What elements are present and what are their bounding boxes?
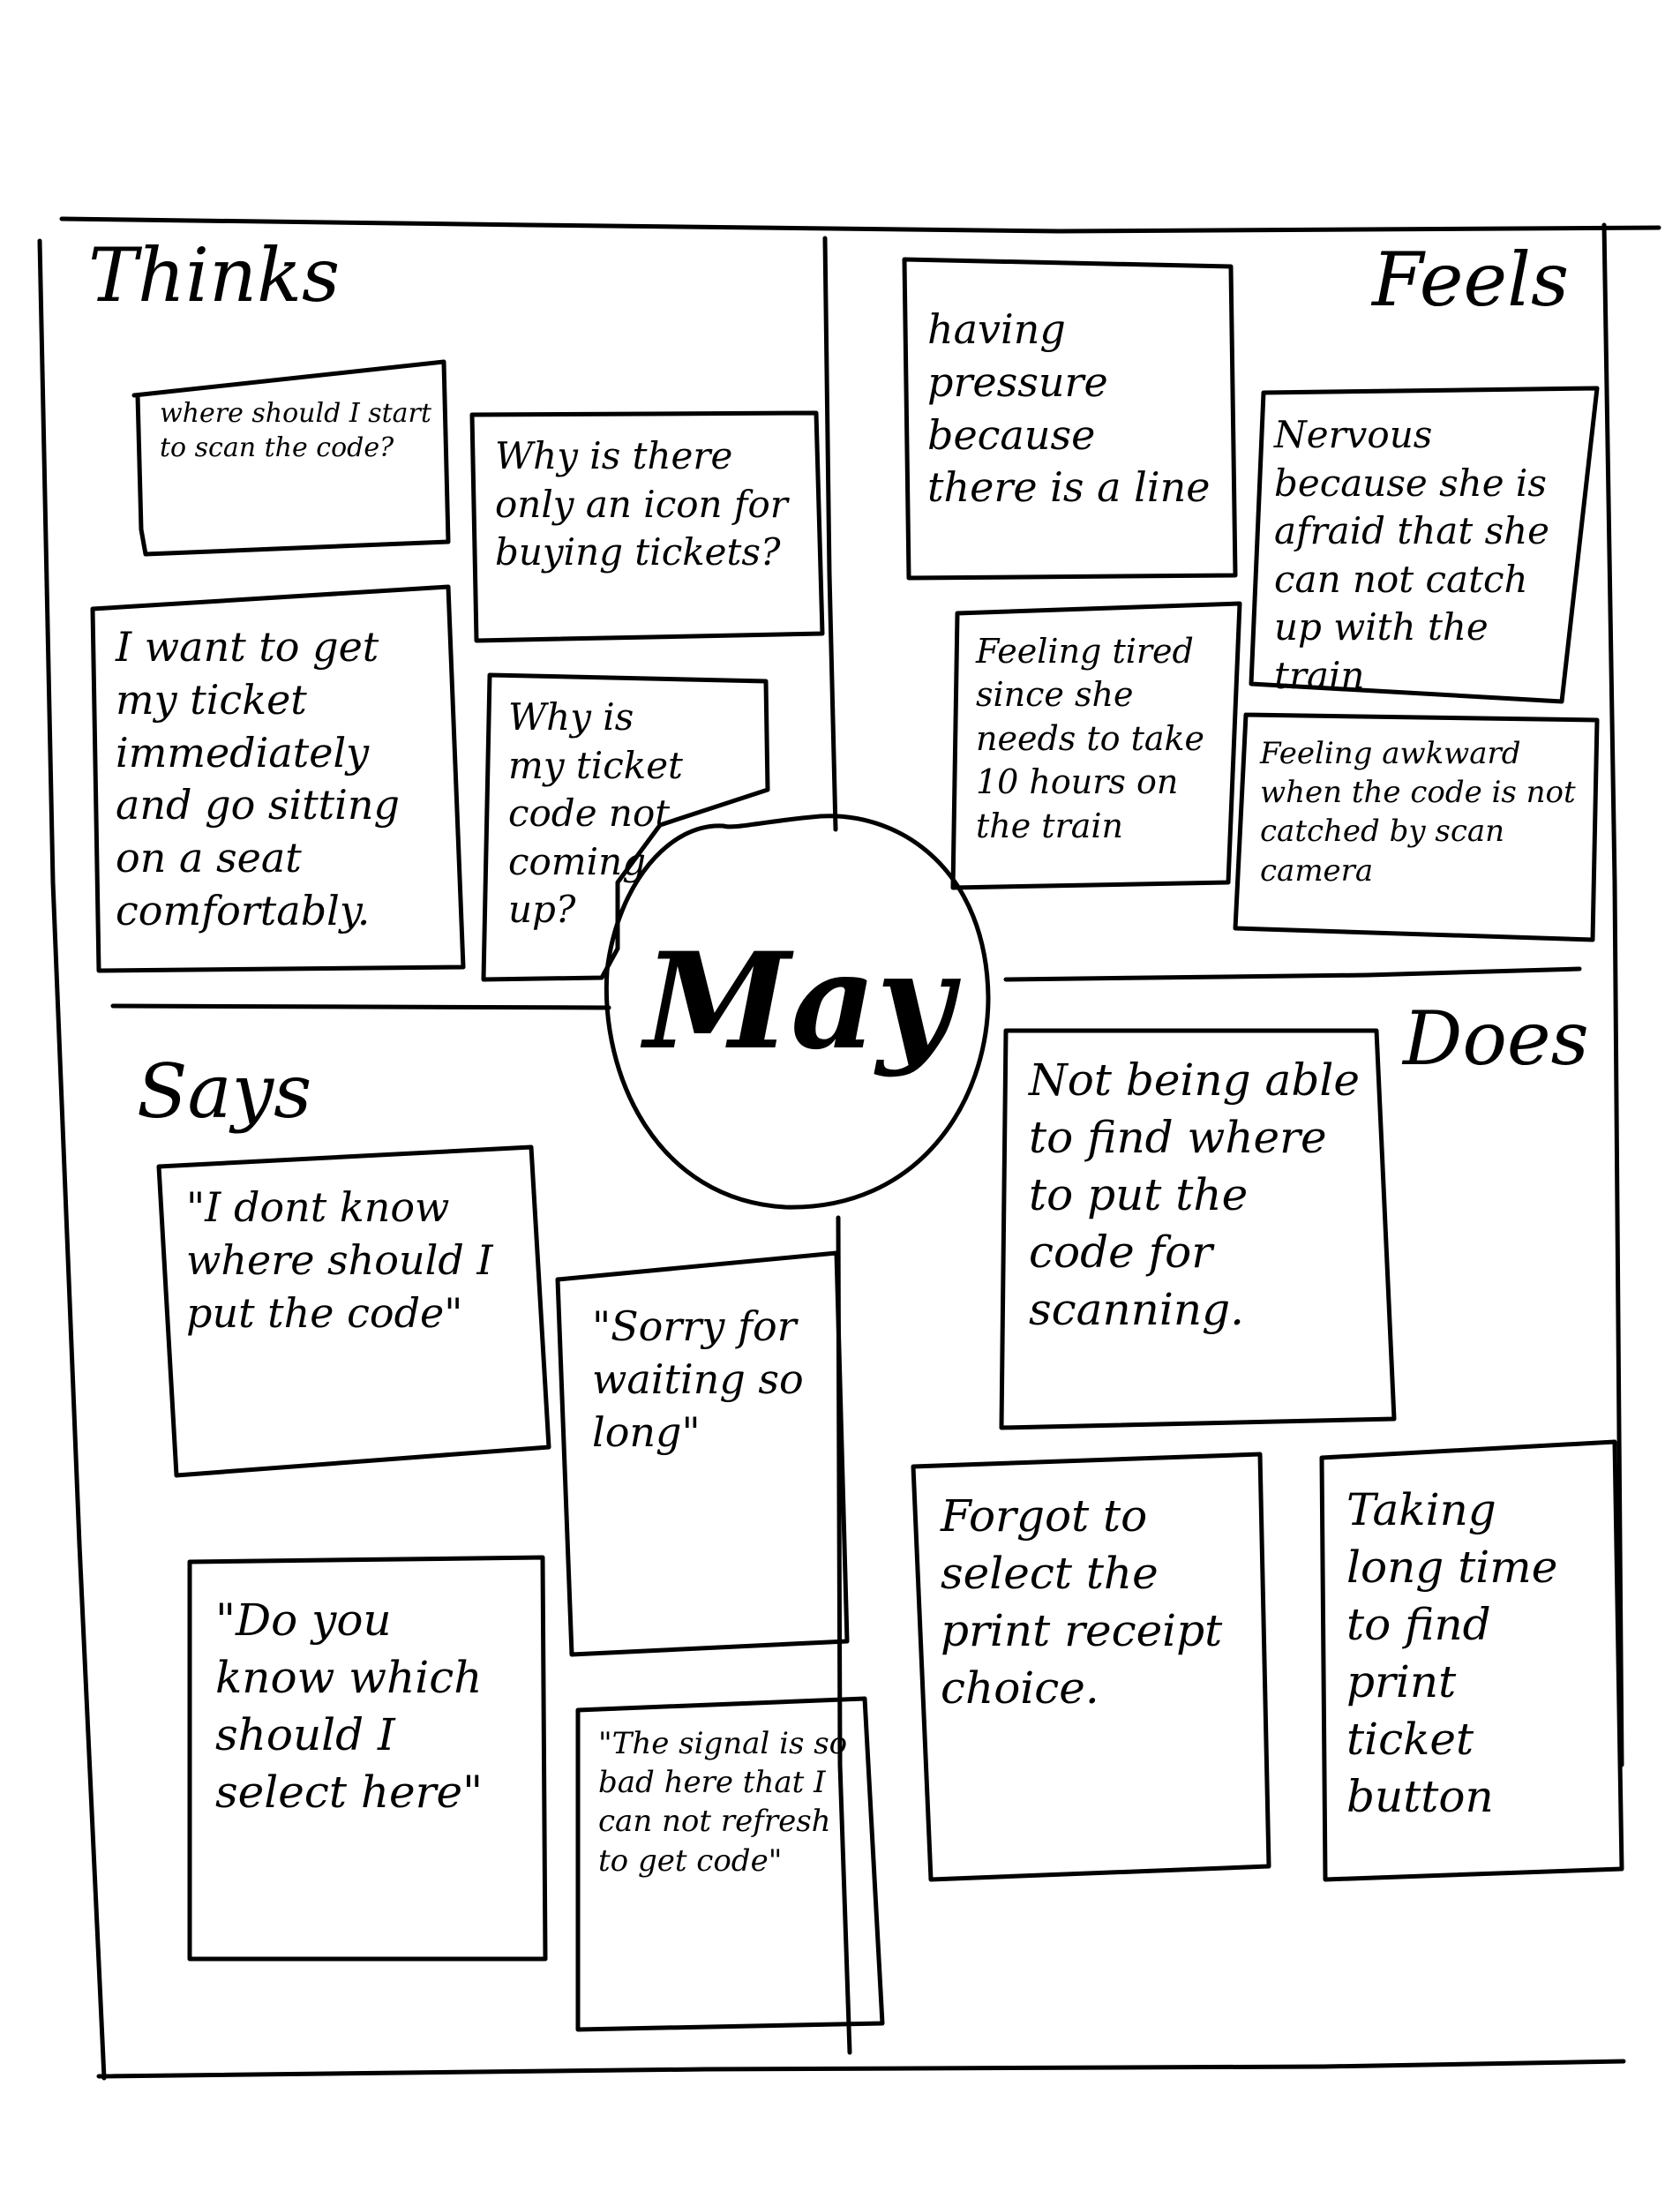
frame-left-line bbox=[37, 238, 107, 2081]
note-outline-feels-2 bbox=[1249, 386, 1600, 704]
note-outline-does-1 bbox=[999, 1028, 1397, 1430]
note-thinks-3: I want to get my ticket immediately and … bbox=[116, 623, 400, 934]
divider-top-vertical bbox=[822, 236, 838, 832]
note-feels-2: Nervous because she is afraid that she c… bbox=[1274, 413, 1550, 697]
note-does-3: Taking long time to find print ticket bu… bbox=[1346, 1484, 1558, 1822]
frame-bottom-line bbox=[96, 2059, 1626, 2079]
note-outline-does-2 bbox=[911, 1452, 1271, 1882]
note-outline-thinks-3 bbox=[90, 584, 466, 973]
note-feels-3: Feeling tired since she needs to take 10… bbox=[976, 632, 1205, 845]
persona-circle bbox=[604, 814, 991, 1210]
note-says-1: "I dont know where should I put the code… bbox=[186, 1183, 493, 1337]
note-does-1: Not being able to find where to put the … bbox=[1029, 1054, 1360, 1335]
quadrant-title-thinks: Thinks bbox=[88, 232, 341, 319]
note-outline-feels-1 bbox=[902, 257, 1238, 581]
note-outline-thinks-2 bbox=[469, 410, 825, 643]
note-thinks-2: Why is there only an icon for buying tic… bbox=[495, 434, 788, 574]
note-outline-says-4 bbox=[575, 1696, 885, 2032]
note-says-2: "Sorry for waiting so long" bbox=[592, 1302, 804, 1456]
note-outline-thinks-4 bbox=[481, 672, 770, 982]
persona-name: May bbox=[644, 924, 954, 1079]
note-outline-feels-4 bbox=[1233, 712, 1600, 942]
note-says-3: "Do you know which should I select here" bbox=[215, 1594, 484, 1818]
note-outline-feels-3 bbox=[950, 601, 1242, 890]
note-feels-1: having pressure because there is a line bbox=[927, 305, 1211, 512]
quadrant-title-does: Does bbox=[1403, 995, 1589, 1082]
divider-left-horizontal bbox=[110, 1003, 611, 1010]
frame-top-line bbox=[59, 216, 1661, 234]
note-outline-says-1 bbox=[156, 1144, 551, 1478]
quadrant-title-feels: Feels bbox=[1372, 236, 1570, 323]
note-thinks-1: where should I start to scan the code? bbox=[160, 398, 431, 463]
note-outline-says-3 bbox=[187, 1555, 548, 1962]
frame-right-line bbox=[1601, 222, 1624, 1767]
note-feels-4: Feeling awkward when the code is not cat… bbox=[1260, 736, 1576, 889]
note-outline-does-3 bbox=[1319, 1439, 1624, 1882]
note-outline-says-2 bbox=[555, 1250, 850, 1657]
note-thinks-4: Why is my ticket code not coming up? bbox=[508, 695, 683, 932]
quadrant-title-says: Says bbox=[137, 1048, 312, 1135]
note-says-4: "The signal is so bad here that I can no… bbox=[598, 1726, 848, 1879]
divider-right-horizontal bbox=[1003, 966, 1582, 982]
note-does-2: Forgot to select the print receipt choic… bbox=[941, 1490, 1223, 1714]
note-outline-thinks-1 bbox=[131, 359, 451, 557]
